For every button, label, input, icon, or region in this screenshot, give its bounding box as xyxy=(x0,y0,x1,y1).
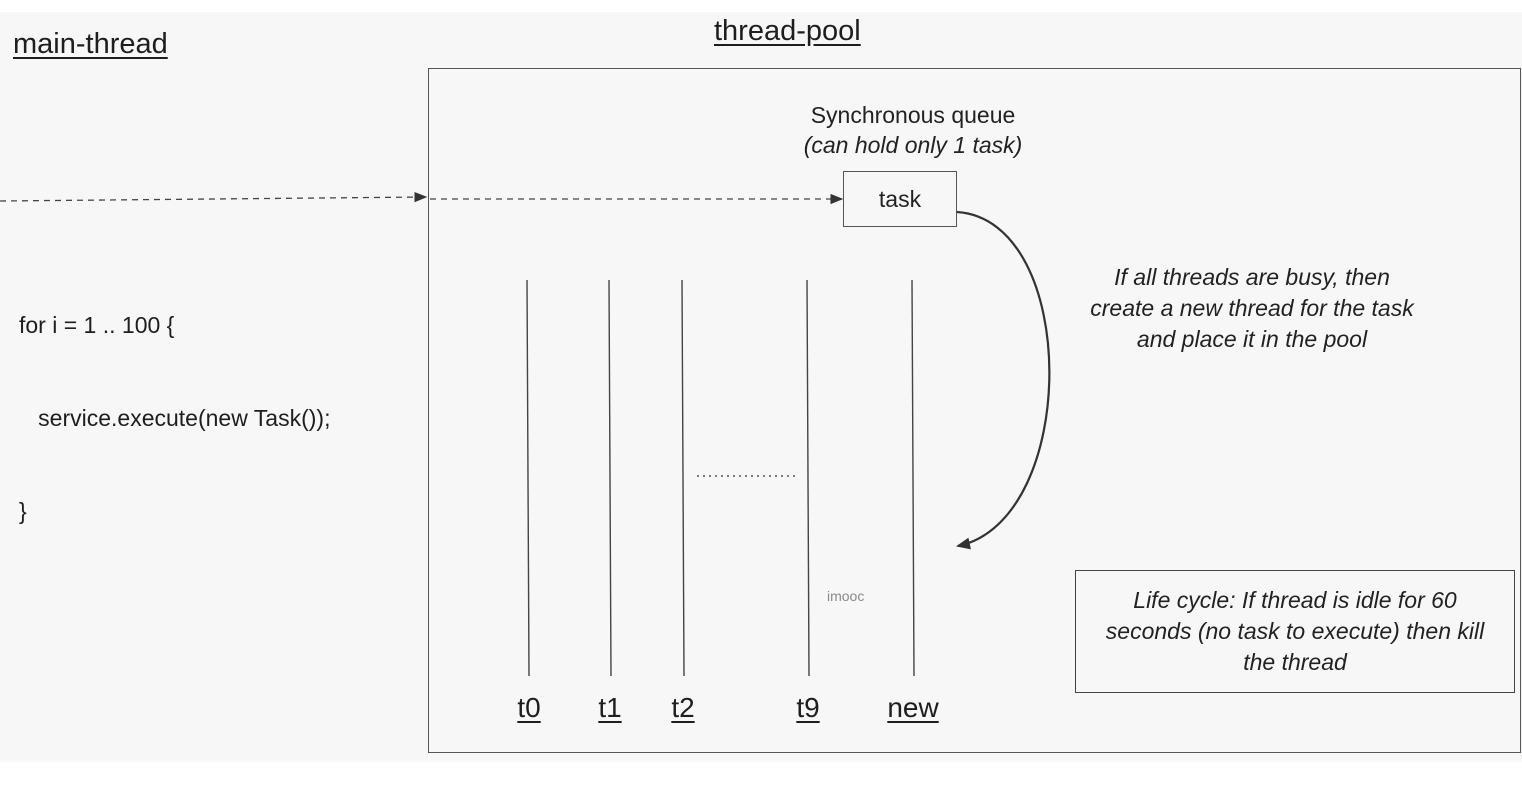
thread-pool-box xyxy=(428,68,1521,753)
submit-arrow-main-to-pool xyxy=(0,191,428,203)
queue-heading: Synchronous queue (can hold only 1 task) xyxy=(753,100,1073,160)
thread-line-new xyxy=(911,279,915,677)
thread-line-t2 xyxy=(681,279,685,677)
code-line: for i = 1 .. 100 { xyxy=(19,312,175,338)
new-thread-note: If all threads are busy, then create a n… xyxy=(1052,262,1452,355)
thread-label-t0: t0 xyxy=(517,692,541,723)
code-line: } xyxy=(19,498,27,524)
code-block: for i = 1 .. 100 { service.execute(new T… xyxy=(19,248,330,558)
thread-line-t9 xyxy=(806,279,810,677)
queue-title: Synchronous queue xyxy=(810,102,1016,128)
thread-line-t1 xyxy=(608,279,612,677)
thread-line-t0 xyxy=(526,279,530,677)
note-line: and place it in the pool xyxy=(1136,326,1368,352)
task-box: task xyxy=(843,171,957,227)
thread-pool-title: thread-pool xyxy=(714,15,861,47)
thread-label-t1: t1 xyxy=(598,692,622,723)
life-cycle-box: Life cycle: If thread is idle for 60 sec… xyxy=(1075,570,1515,693)
watermark: imooc xyxy=(827,588,865,604)
note-line: create a new thread for the task xyxy=(1090,295,1414,321)
task-label: task xyxy=(878,185,922,212)
code-line: service.execute(new Task()); xyxy=(19,405,331,431)
life-cycle-text: Life cycle: If thread is idle for 60 sec… xyxy=(1105,587,1485,675)
thread-label-t9: t9 xyxy=(796,692,820,723)
slide-background xyxy=(0,12,1522,762)
note-line: If all threads are busy, then xyxy=(1114,264,1390,290)
thread-label-t2: t2 xyxy=(671,692,695,723)
create-thread-arrow xyxy=(956,210,1051,550)
thread-label-new: new xyxy=(887,692,939,723)
queue-subtitle: (can hold only 1 task) xyxy=(803,132,1023,158)
main-thread-title: main-thread xyxy=(13,28,168,60)
